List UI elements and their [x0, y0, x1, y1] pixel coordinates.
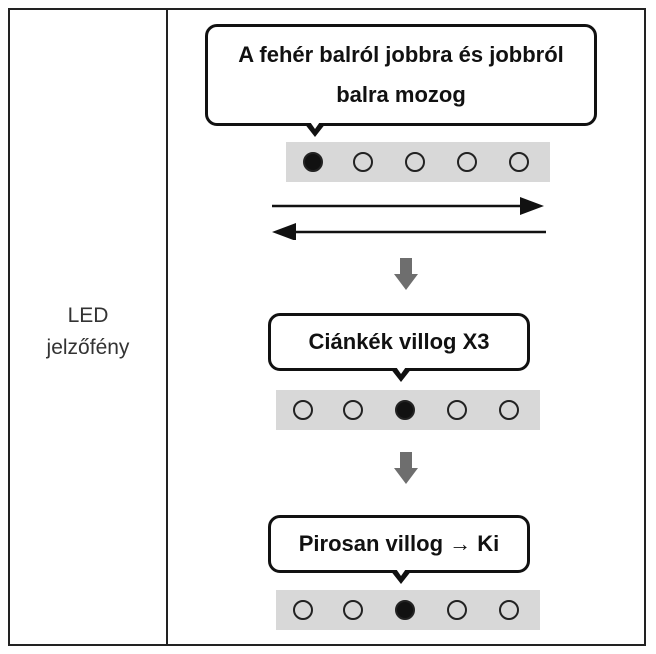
led-strip-3	[276, 590, 540, 630]
led-3-5	[499, 600, 519, 620]
led-1-4	[457, 152, 477, 172]
led-1-5	[509, 152, 529, 172]
led-2-4	[447, 400, 467, 420]
step-1-callout: A fehér balról jobbra és jobbról balra m…	[205, 24, 597, 137]
led-2-3	[395, 400, 415, 420]
led-3-4	[447, 600, 467, 620]
callout-pointer	[304, 119, 326, 137]
step-2-callout: Ciánkék villog X3	[268, 313, 530, 382]
led-strip-2	[276, 390, 540, 430]
callout-pointer	[390, 364, 412, 382]
led-3-1	[293, 600, 313, 620]
step-2-text: Ciánkék villog X3	[308, 329, 490, 354]
bidirectional-arrows-icon	[272, 197, 546, 240]
column-divider	[166, 10, 168, 644]
down-arrow-icon	[394, 258, 418, 290]
led-3-3	[395, 600, 415, 620]
label-line-1: LED	[67, 304, 109, 327]
led-indicator-label: LED jelzőfény	[10, 300, 166, 364]
led-3-2	[343, 600, 363, 620]
callout-pointer	[390, 566, 412, 584]
led-1-3	[405, 152, 425, 172]
led-2-5	[499, 400, 519, 420]
info-table: LED jelzőfény A fehér balról jobbra és j…	[8, 8, 646, 646]
led-2-2	[343, 400, 363, 420]
led-2-1	[293, 400, 313, 420]
down-arrow-icon	[394, 452, 418, 484]
led-1-2	[353, 152, 373, 172]
label-line-2: jelzőfény	[46, 336, 130, 359]
step-3-callout: Pirosan villog → Ki	[268, 515, 530, 584]
led-strip-1	[286, 142, 550, 182]
step-3-text: Pirosan villog → Ki	[298, 531, 500, 556]
step-1-text-line-2: balra mozog	[336, 82, 466, 107]
led-1-1	[303, 152, 323, 172]
step-1-text-line-1: A fehér balról jobbra és jobbról	[238, 42, 564, 67]
